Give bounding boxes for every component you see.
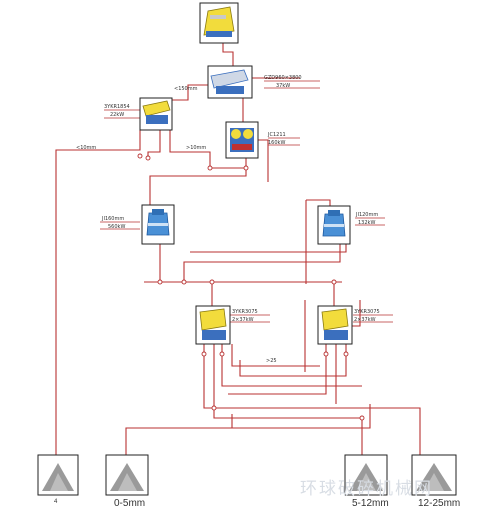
cone-left-power-label: 560kW [108, 224, 126, 230]
junction-dot [359, 415, 365, 421]
flow-label-gt10: >10mm [186, 145, 207, 151]
jaw-crusher-model-label: JC1211 [268, 132, 286, 138]
product-label-12-25: 12-25mm [418, 498, 461, 509]
junction-dot [207, 165, 213, 171]
jaw-crusher-icon [225, 121, 259, 159]
junction-dot [181, 279, 187, 285]
product-label-5-12: 5-12mm [352, 498, 389, 509]
screen-right-power-label: 2×37kW [354, 317, 376, 323]
screen-right-model-label: 3YKR3075 [354, 309, 380, 315]
flow-label-lt10: <10mm [76, 145, 97, 151]
flow-line [228, 344, 327, 395]
junction-dot [243, 165, 249, 171]
vibrating-screen-icon [207, 65, 253, 99]
gravel-pile-icon [411, 454, 457, 496]
gravel-pile-icon [344, 454, 388, 496]
flow-line [239, 344, 347, 377]
flow-line [203, 344, 421, 455]
product-label-0-5: 0-5mm [114, 498, 146, 509]
screen-left-model-label: 3YKR3075 [232, 309, 258, 315]
junction-dot [343, 351, 349, 357]
flow-line [190, 244, 347, 253]
flow-line [221, 344, 362, 387]
cone-right-model-label: JI120mm [356, 212, 379, 218]
junction-dot [323, 351, 329, 357]
screen-left-power-label: 2×37kW [232, 317, 254, 323]
flow-line [258, 139, 269, 182]
flow-line [231, 344, 320, 367]
junction-dot [201, 351, 207, 357]
vibrating-screen-icon [139, 97, 173, 131]
scalper-model-label: GZD960×3800 [264, 75, 302, 81]
watermark-text: 环球破碎机械网 [300, 479, 433, 498]
junction-dot [219, 351, 225, 357]
flow-label-gt25: >25 [266, 358, 277, 364]
flow-line [125, 404, 371, 455]
junction-dot [157, 279, 163, 285]
jaw-crusher-power-label: 160kW [268, 140, 286, 146]
flow-line [144, 244, 161, 283]
flow-lines [55, 42, 421, 455]
flow-junctions [137, 105, 365, 421]
flow-line [169, 130, 211, 168]
junction-dot [211, 405, 217, 411]
flow-line [149, 158, 247, 205]
pre-screen-power-label: 22kW [110, 112, 125, 118]
gravel-pile-icon [105, 454, 149, 496]
flow-line [147, 130, 161, 158]
flow-line [306, 199, 331, 206]
cone-crusher-icon [141, 204, 175, 245]
cone-crusher-icon [317, 205, 351, 245]
gravel-pile-icon [37, 454, 79, 496]
vibrating-screen-icon [195, 305, 231, 345]
vibrating-screen-icon [317, 305, 353, 345]
flow-line [55, 130, 141, 455]
flow-label-lt150: <150mm [174, 86, 198, 92]
junction-dot [137, 153, 143, 159]
junction-dot [331, 279, 337, 285]
flow-line [183, 244, 341, 282]
scalper-power-label: 37kW [276, 83, 291, 89]
pre-screen-model-label: 3YKR1854 [104, 104, 130, 110]
junction-dot [145, 155, 151, 161]
cone-right-power-label: 132kW [358, 220, 376, 226]
annotation-underlines [100, 80, 393, 323]
flow-line [350, 300, 361, 327]
vibrating-feeder-icon [199, 2, 239, 44]
product-label-fines: 4 [54, 499, 58, 505]
junction-dot [209, 279, 215, 285]
flow-line [222, 42, 234, 66]
cone-left-model-label: JI160mm [102, 216, 125, 222]
flow-line [213, 344, 363, 455]
